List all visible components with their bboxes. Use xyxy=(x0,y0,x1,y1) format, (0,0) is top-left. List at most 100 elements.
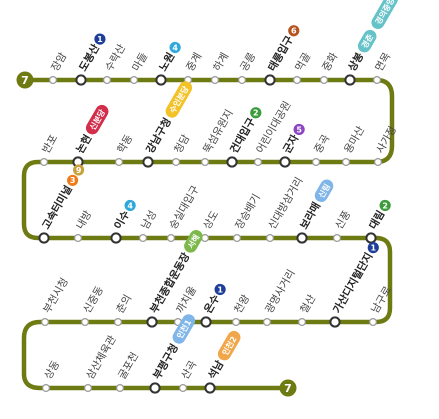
transfer-station-marker xyxy=(149,382,161,394)
station-삼산체육관[interactable]: 삼산체육관 xyxy=(83,333,119,393)
station-marker xyxy=(374,158,383,167)
station-굴포천[interactable]: 굴포천 xyxy=(115,350,141,393)
station-장승배기[interactable]: 장승배기 xyxy=(233,192,263,243)
station-marker xyxy=(115,384,124,393)
svg-text:5: 5 xyxy=(296,125,302,134)
transfer-line-badge xyxy=(217,330,241,361)
transfer-line-1-icon xyxy=(214,283,226,296)
station-marker xyxy=(48,75,57,84)
station-marker xyxy=(201,234,210,243)
transfer-station-marker xyxy=(200,316,212,328)
station-label: 온수 xyxy=(202,292,222,315)
transfer-station-marker xyxy=(264,74,276,86)
station-신중동[interactable]: 신중동 xyxy=(80,284,106,327)
station-면목[interactable]: 면목 xyxy=(373,50,393,84)
station-marker xyxy=(102,75,111,84)
station-marker xyxy=(139,234,148,243)
transfer-line-1-icon xyxy=(367,242,379,254)
station-marker xyxy=(238,75,247,84)
station-label: 군자 xyxy=(280,132,301,156)
station-부천시청[interactable]: 부천시청 xyxy=(40,276,71,327)
station-marker xyxy=(263,318,272,327)
station-label: 마들 xyxy=(130,50,150,73)
station-label: 신중동 xyxy=(81,284,106,315)
svg-text:1: 1 xyxy=(97,35,103,44)
transfer-line-badge xyxy=(371,0,398,30)
station-marker xyxy=(179,384,188,393)
transfer-line-1-icon xyxy=(94,33,106,45)
transfer-line-badge xyxy=(184,230,203,253)
station-label: 사가정 xyxy=(374,124,399,155)
station-label: 광명사거리 xyxy=(263,268,298,316)
station-marker xyxy=(254,158,263,167)
transfer-station-marker xyxy=(75,74,87,86)
station-label: 강남구청 xyxy=(143,116,174,156)
svg-text:7: 7 xyxy=(21,74,29,87)
station-label: 고속터미널 xyxy=(39,183,74,231)
station-용마산[interactable]: 용마산 xyxy=(342,124,367,167)
transfer-station-marker xyxy=(204,382,216,394)
station-label: 대림 xyxy=(366,208,387,231)
station-label: 상봉 xyxy=(345,50,366,74)
station-label: 먹골 xyxy=(293,50,313,73)
svg-text:2: 2 xyxy=(253,109,259,118)
station-광명사거리[interactable]: 광명사거리 xyxy=(263,268,298,327)
line7-end-icon: 7 xyxy=(279,379,297,397)
station-신대방삼거리[interactable]: 신대방삼거리 xyxy=(266,175,306,243)
transfer-line-9-icon xyxy=(73,164,85,176)
transfer-station-marker xyxy=(329,316,341,328)
transfer-line-2-icon xyxy=(250,107,262,119)
station-marker xyxy=(298,318,307,327)
station-label: 용마산 xyxy=(342,124,367,155)
station-marker xyxy=(83,384,92,393)
station-label: 천왕 xyxy=(232,292,252,315)
station-marker xyxy=(266,234,275,243)
station-label: 도봉산 xyxy=(76,42,102,74)
transfer-line-4-icon xyxy=(169,41,181,54)
station-대림[interactable]: 대림2 xyxy=(365,197,393,244)
station-label: 청담 xyxy=(172,132,192,155)
station-marker xyxy=(201,158,210,167)
transfer-station-marker xyxy=(296,232,308,244)
station-label: 석남 xyxy=(205,358,226,382)
transfer-line-6-icon xyxy=(288,25,300,37)
station-marker xyxy=(130,75,139,84)
station-label: 중화 xyxy=(320,50,340,73)
station-수락산[interactable]: 수락산 xyxy=(102,42,128,84)
transfer-line-badge xyxy=(314,179,334,203)
station-label: 논현 xyxy=(73,132,94,155)
station-label: 삼산체육관 xyxy=(84,333,119,381)
station-label: 철산 xyxy=(298,292,318,315)
station-marker xyxy=(114,158,123,167)
station-label: 숭실대입구 xyxy=(166,183,202,232)
station-marker xyxy=(40,318,49,327)
station-label: 중곡 xyxy=(312,132,332,155)
station-marker xyxy=(167,234,176,243)
station-label: 태릉입구 xyxy=(265,33,296,73)
station-label: 상도 xyxy=(201,208,221,231)
station-marker xyxy=(232,318,241,327)
station-label: 부천시청 xyxy=(41,276,71,315)
svg-text:9: 9 xyxy=(76,166,82,175)
transfer-line-badge xyxy=(357,29,377,53)
station-marker xyxy=(172,158,181,167)
transfer-station-marker xyxy=(279,156,291,168)
station-label: 춘의 xyxy=(114,293,134,316)
station-label: 장승배기 xyxy=(233,192,263,231)
transfer-line-badge xyxy=(172,314,196,344)
station-label: 신풍 xyxy=(333,208,353,231)
transfer-line-3-icon xyxy=(67,174,79,186)
station-label: 면목 xyxy=(373,50,393,73)
svg-text:1: 1 xyxy=(370,243,376,252)
transfer-station-marker xyxy=(155,74,167,86)
station-label: 장암 xyxy=(49,50,69,73)
